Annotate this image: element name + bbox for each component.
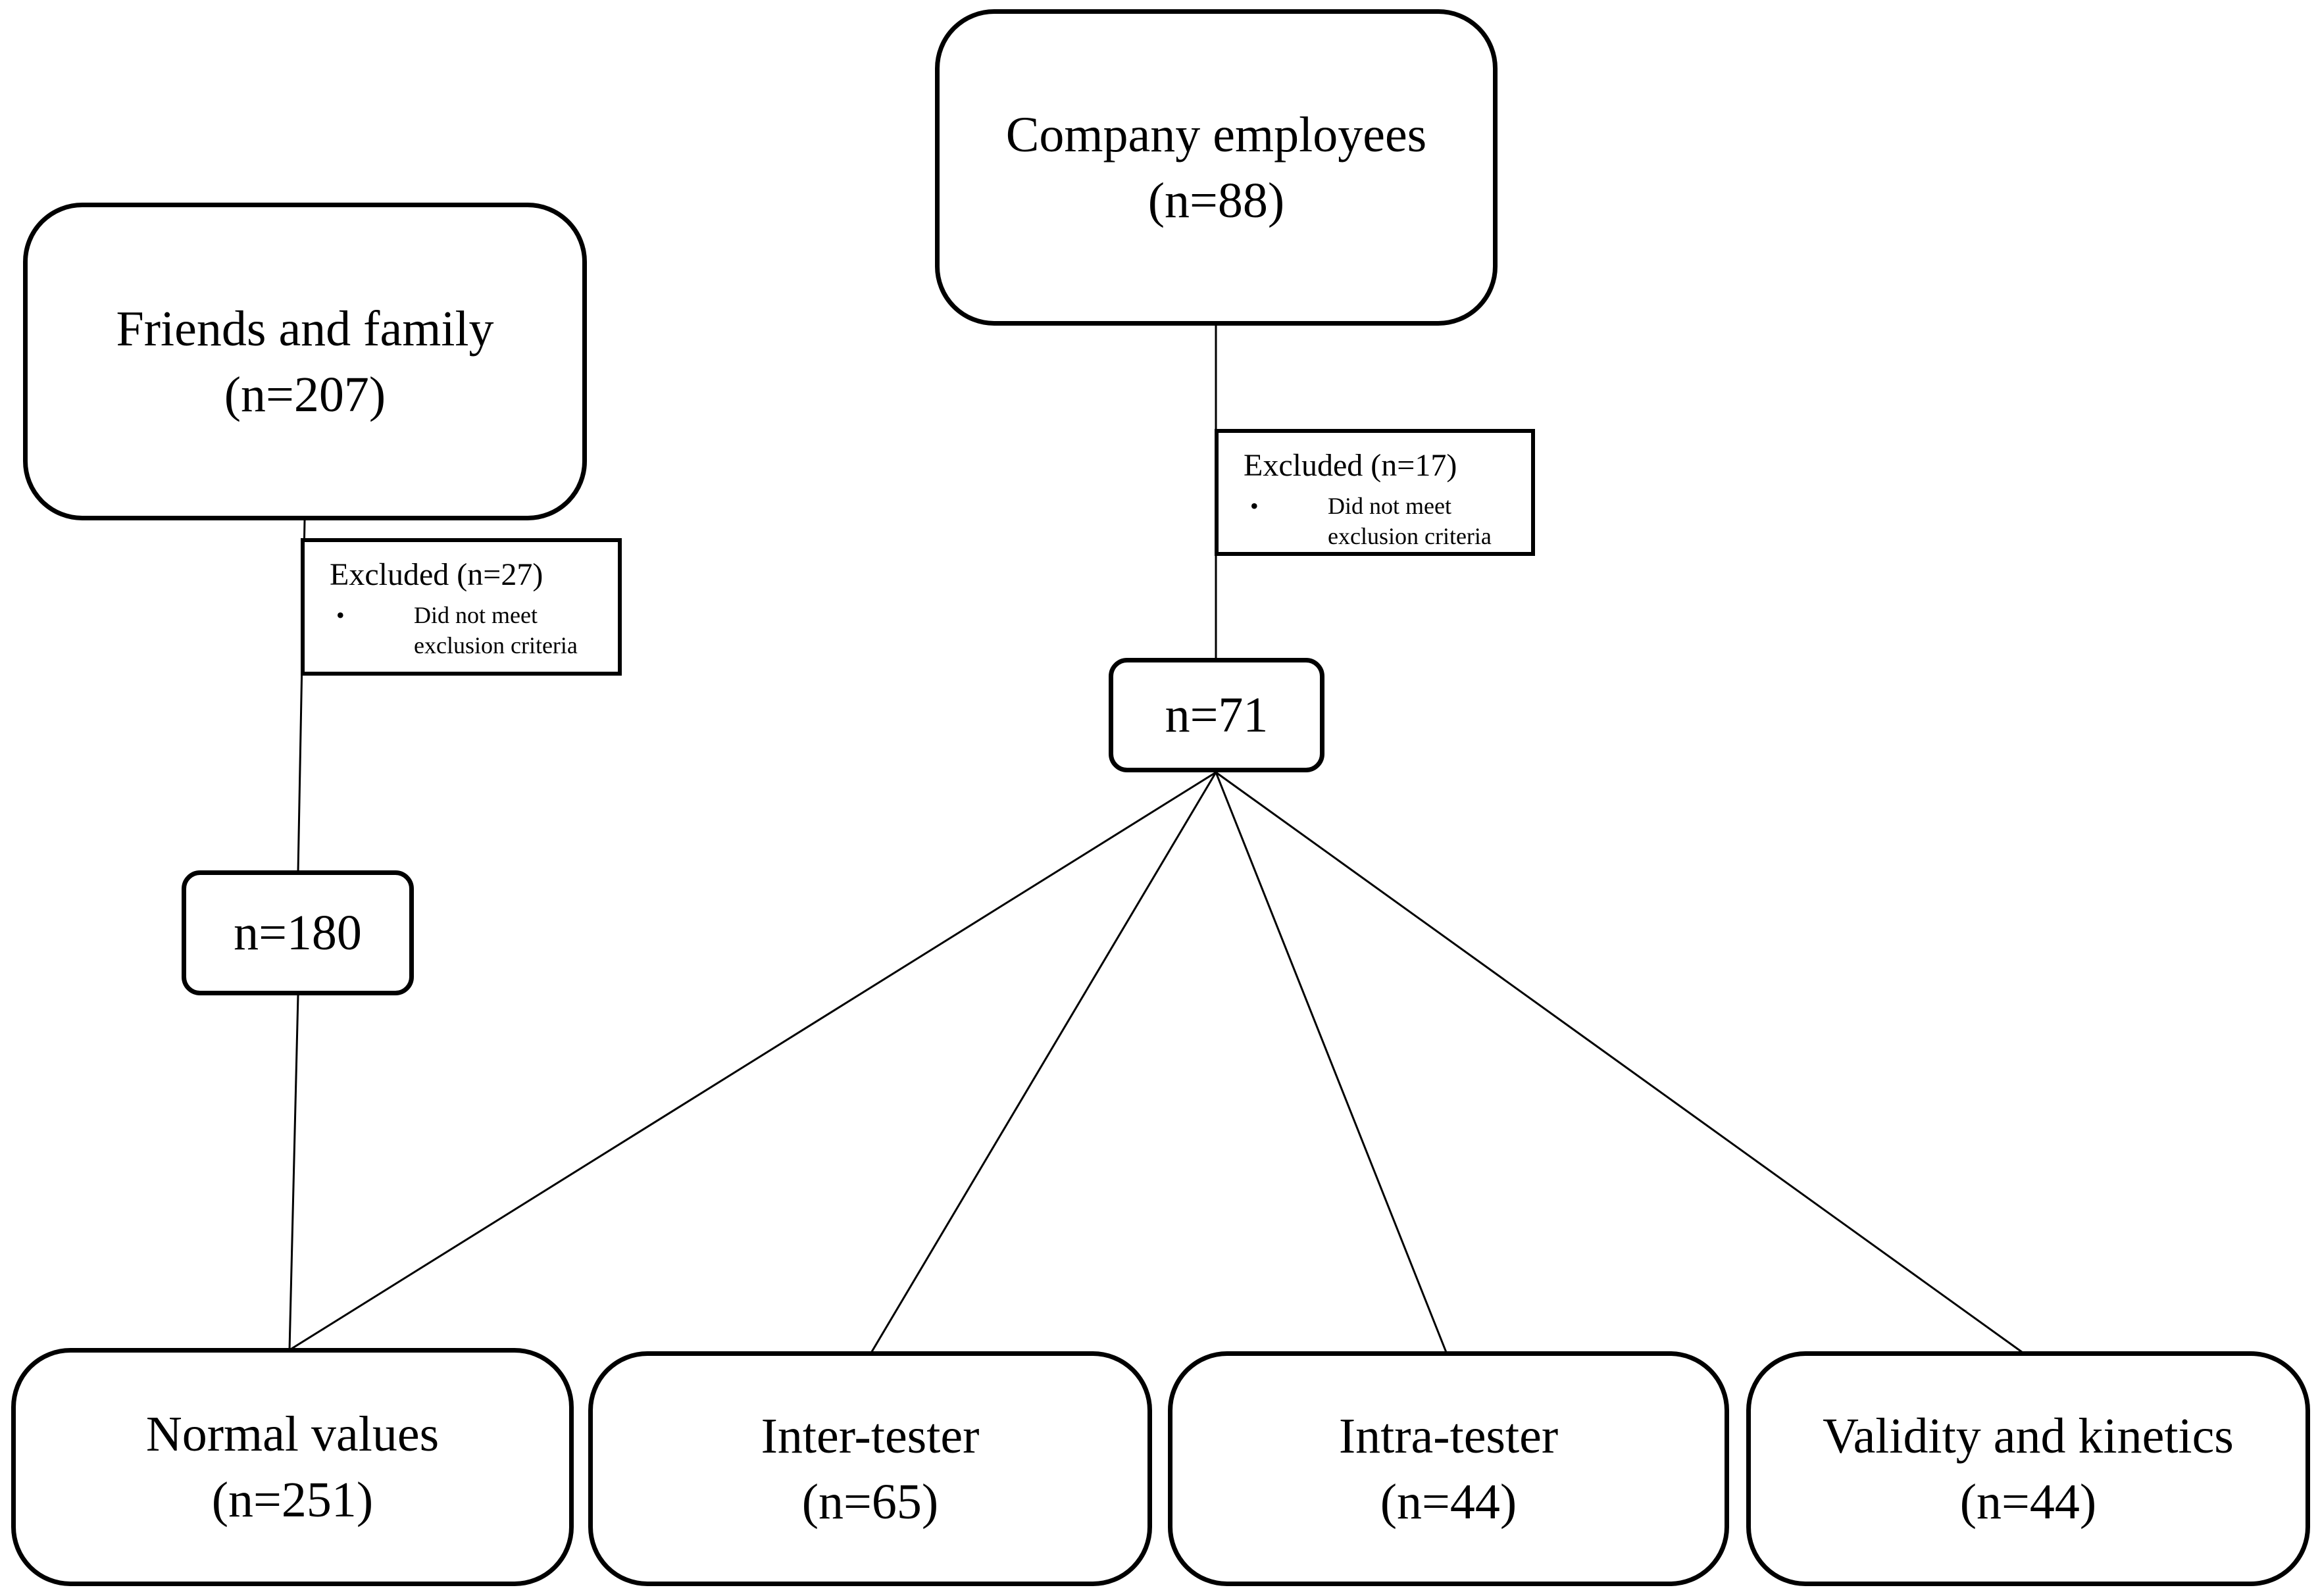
excluded-friends-reason-line-2: exclusion criteria [414,632,578,659]
intra-tester-count: (n=44) [1380,1474,1517,1530]
edge-n71-to-inter-tester [869,772,1217,1355]
friends-family-label: Friends and family [116,301,494,357]
inter-tester-box: Inter-tester (n=65) [588,1351,1152,1586]
excluded-company-reason-line-2: exclusion criteria [1328,523,1492,549]
company-employees-box: Company employees (n=88) [935,9,1498,326]
company-remaining-count: n=71 [1165,687,1269,743]
friends-family-box: Friends and family (n=207) [23,203,587,520]
excluded-friends-box: Excluded (n=27) • Did not meet exclusion… [301,538,622,676]
excluded-friends-reason-line-1: Did not meet [414,602,538,628]
normal-values-count: (n=251) [211,1472,374,1528]
excluded-company-box: Excluded (n=17) • Did not meet exclusion… [1215,429,1535,556]
validity-kinetics-label: Validity and kinetics [1823,1408,2234,1464]
bullet-icon: • [1250,493,1259,519]
company-employees-count: (n=88) [1147,172,1285,228]
friends-remaining-count: n=180 [234,905,362,960]
edge-n71-to-normal-values [289,771,1217,1351]
validity-kinetics-box: Validity and kinetics (n=44) [1746,1351,2310,1586]
intra-tester-label: Intra-tester [1338,1408,1559,1464]
edge-n180-to-normal-values [288,995,299,1351]
excluded-friends-title: Excluded (n=27) [330,557,543,592]
excluded-company-title: Excluded (n=17) [1244,448,1457,483]
edge-n71-to-intra-tester [1215,772,1448,1355]
edge-n71-to-validity-kinetics [1215,771,2025,1355]
normal-values-label: Normal values [145,1407,440,1462]
intra-tester-box: Intra-tester (n=44) [1168,1351,1729,1586]
company-remaining-box: n=71 [1109,658,1324,772]
bullet-icon: • [336,602,345,628]
excluded-company-reason: • Did not meet exclusion criteria [1244,491,1531,551]
inter-tester-label: Inter-tester [761,1408,980,1464]
inter-tester-count: (n=65) [801,1474,939,1530]
normal-values-box: Normal values (n=251) [11,1348,574,1586]
friends-family-count: (n=207) [224,366,386,422]
company-employees-label: Company employees [1005,107,1427,162]
excluded-company-reason-line-1: Did not meet [1328,493,1451,519]
friends-remaining-box: n=180 [182,870,414,995]
validity-kinetics-count: (n=44) [1959,1474,2097,1530]
excluded-friends-reason: • Did not meet exclusion criteria [330,600,618,661]
